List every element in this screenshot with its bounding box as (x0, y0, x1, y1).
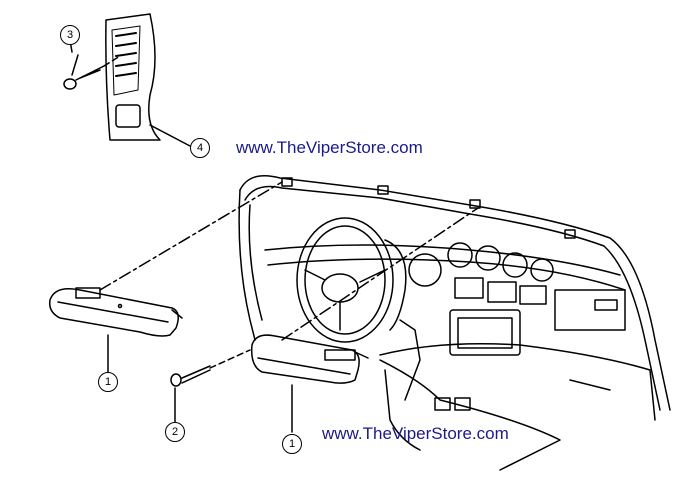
callout-1-left: 1 (98, 372, 118, 392)
a-pillar-trim (105, 13, 191, 147)
screw-3 (63, 54, 121, 90)
screw-2 (170, 349, 251, 423)
sun-visor-right (250, 207, 479, 433)
watermark-top: www.TheViperStore.com (236, 138, 423, 157)
dashboard (238, 175, 671, 471)
callout-2: 2 (165, 422, 185, 442)
callout-1-right: 1 (282, 434, 302, 454)
callout-4: 4 (190, 138, 210, 158)
steering-wheel (296, 217, 421, 401)
watermark-bottom: www.TheViperStore.com (322, 424, 509, 443)
sun-visor-left (48, 181, 283, 373)
callout-3: 3 (60, 25, 80, 45)
